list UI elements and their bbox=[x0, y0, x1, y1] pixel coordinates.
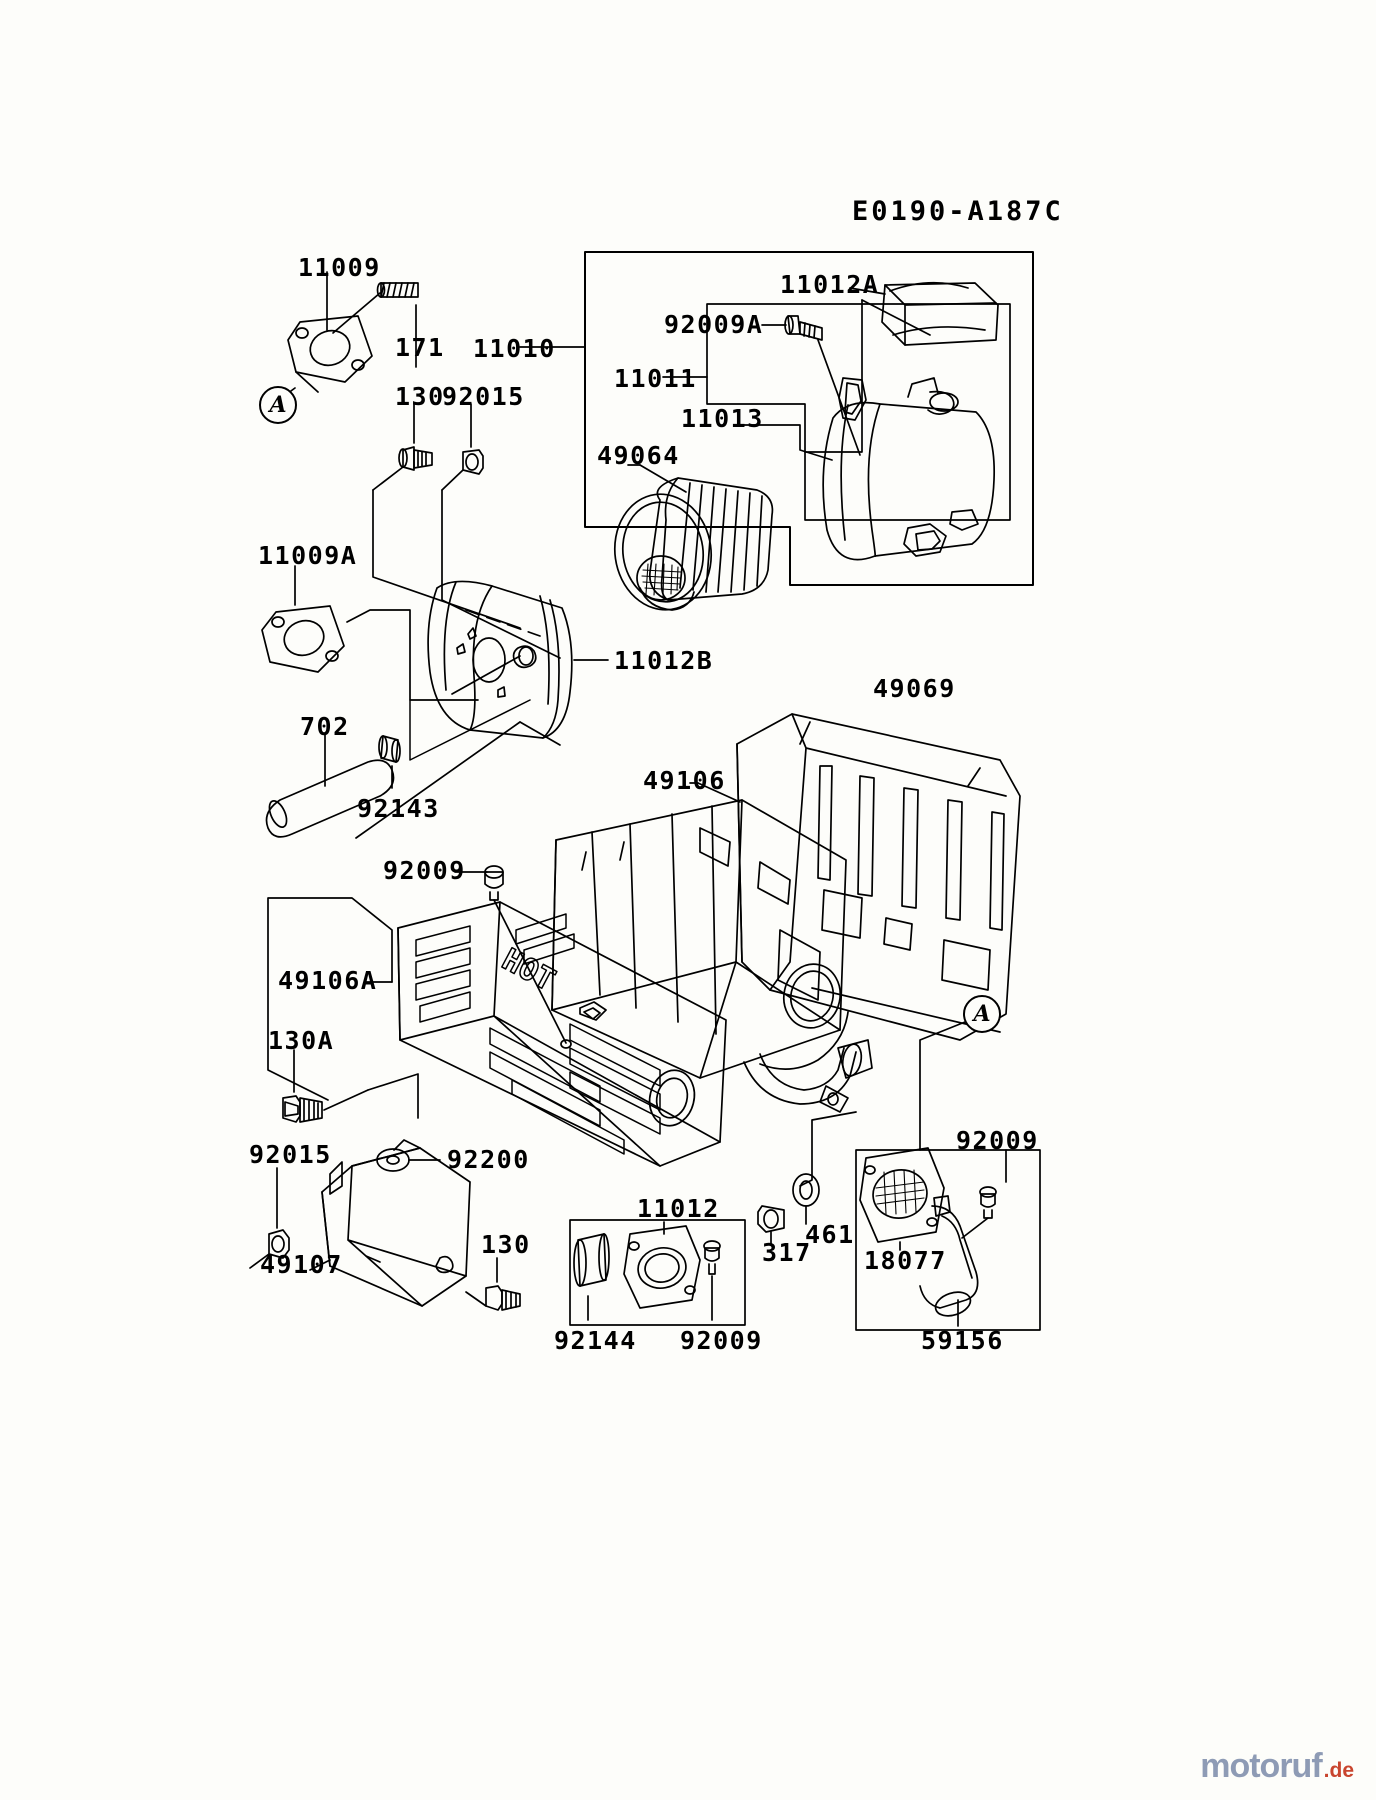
part-label-171[interactable]: 171 bbox=[395, 333, 445, 362]
part-label-49064[interactable]: 49064 bbox=[597, 441, 680, 470]
callout-marker-a-top[interactable]: A bbox=[259, 386, 297, 424]
part-92009-screw-bottom bbox=[703, 1240, 721, 1321]
part-92015-nut-bottom bbox=[249, 1167, 290, 1269]
part-317-washer bbox=[757, 1205, 785, 1245]
callout-marker-a-right[interactable]: A bbox=[963, 995, 1001, 1033]
part-label-11009A[interactable]: 11009A bbox=[258, 541, 358, 570]
part-11012-flange bbox=[623, 1221, 701, 1309]
part-49106-muffler bbox=[551, 782, 849, 1079]
part-label-11012[interactable]: 11012 bbox=[637, 1194, 720, 1223]
part-461-washer bbox=[792, 1173, 820, 1225]
part-label-18077[interactable]: 18077 bbox=[864, 1246, 947, 1275]
part-49069-baffle bbox=[736, 713, 1021, 1041]
group-box-bottom-left bbox=[569, 1219, 746, 1326]
diagram-title: E0190-A187C bbox=[852, 196, 1064, 227]
part-label-461[interactable]: 461 bbox=[805, 1220, 855, 1249]
part-label-11011[interactable]: 11011 bbox=[614, 364, 697, 393]
part-label-92009-bottom[interactable]: 92009 bbox=[680, 1326, 763, 1355]
part-92009-screw-cover bbox=[454, 865, 572, 1049]
part-92200-washer bbox=[376, 1148, 441, 1172]
part-label-130-bottom[interactable]: 130 bbox=[481, 1230, 531, 1259]
part-11012B-case bbox=[427, 580, 573, 739]
part-11009A-gasket bbox=[261, 565, 345, 673]
part-label-11012B[interactable]: 11012B bbox=[614, 646, 714, 675]
part-49064-filter bbox=[613, 464, 774, 611]
part-130-bolt bbox=[372, 403, 433, 491]
part-92009A-screw bbox=[761, 315, 861, 456]
part-92144-seal bbox=[573, 1233, 610, 1321]
group-box-11010 bbox=[584, 251, 1034, 586]
part-label-92143[interactable]: 92143 bbox=[357, 794, 440, 823]
watermark: motoruf .de bbox=[1200, 1747, 1354, 1786]
part-label-92144[interactable]: 92144 bbox=[554, 1326, 637, 1355]
part-label-49106[interactable]: 49106 bbox=[643, 766, 726, 795]
part-label-59156[interactable]: 59156 bbox=[921, 1326, 1004, 1355]
part-label-11012A[interactable]: 11012A bbox=[780, 270, 880, 299]
part-18077-flange bbox=[859, 1147, 945, 1251]
part-label-92009[interactable]: 92009 bbox=[383, 856, 466, 885]
part-label-130A[interactable]: 130A bbox=[268, 1026, 335, 1055]
part-label-92009A[interactable]: 92009A bbox=[664, 310, 764, 339]
part-label-49106A[interactable]: 49106A bbox=[278, 966, 378, 995]
part-label-702[interactable]: 702 bbox=[300, 712, 350, 741]
part-label-92009-br[interactable]: 92009 bbox=[956, 1126, 1039, 1155]
part-11009-gasket bbox=[287, 315, 373, 393]
part-92009-screw-br bbox=[961, 1149, 1007, 1239]
part-92143-grommet bbox=[378, 735, 401, 789]
part-130-bolt-bottom bbox=[465, 1257, 521, 1311]
part-59156-elbow bbox=[919, 1195, 979, 1327]
part-171-stud bbox=[332, 282, 419, 368]
part-exhaust-pipe bbox=[743, 1039, 873, 1113]
part-label-92015[interactable]: 92015 bbox=[442, 382, 525, 411]
part-label-317[interactable]: 317 bbox=[762, 1238, 812, 1267]
part-label-92015-bottom[interactable]: 92015 bbox=[249, 1140, 332, 1169]
part-11013-housing bbox=[822, 377, 996, 561]
watermark-name: motoruf bbox=[1200, 1747, 1322, 1785]
part-label-11009[interactable]: 11009 bbox=[298, 253, 381, 282]
part-label-11013[interactable]: 11013 bbox=[681, 404, 764, 433]
part-label-92200[interactable]: 92200 bbox=[447, 1145, 530, 1174]
svg-text:HOT: HOT bbox=[496, 942, 560, 998]
part-label-49107[interactable]: 49107 bbox=[260, 1250, 343, 1279]
part-130A-bolt bbox=[282, 1049, 369, 1123]
part-label-130[interactable]: 130 bbox=[395, 382, 445, 411]
part-49107-heatshield bbox=[321, 1139, 471, 1307]
part-label-49069[interactable]: 49069 bbox=[873, 674, 956, 703]
part-11012A-cover bbox=[849, 281, 999, 346]
watermark-suffix: .de bbox=[1323, 1759, 1354, 1782]
part-label-11010[interactable]: 11010 bbox=[473, 334, 556, 363]
part-92015-nut bbox=[441, 403, 484, 491]
group-box-bottom-right bbox=[855, 1149, 1041, 1331]
group-box-11011 bbox=[706, 303, 1011, 521]
